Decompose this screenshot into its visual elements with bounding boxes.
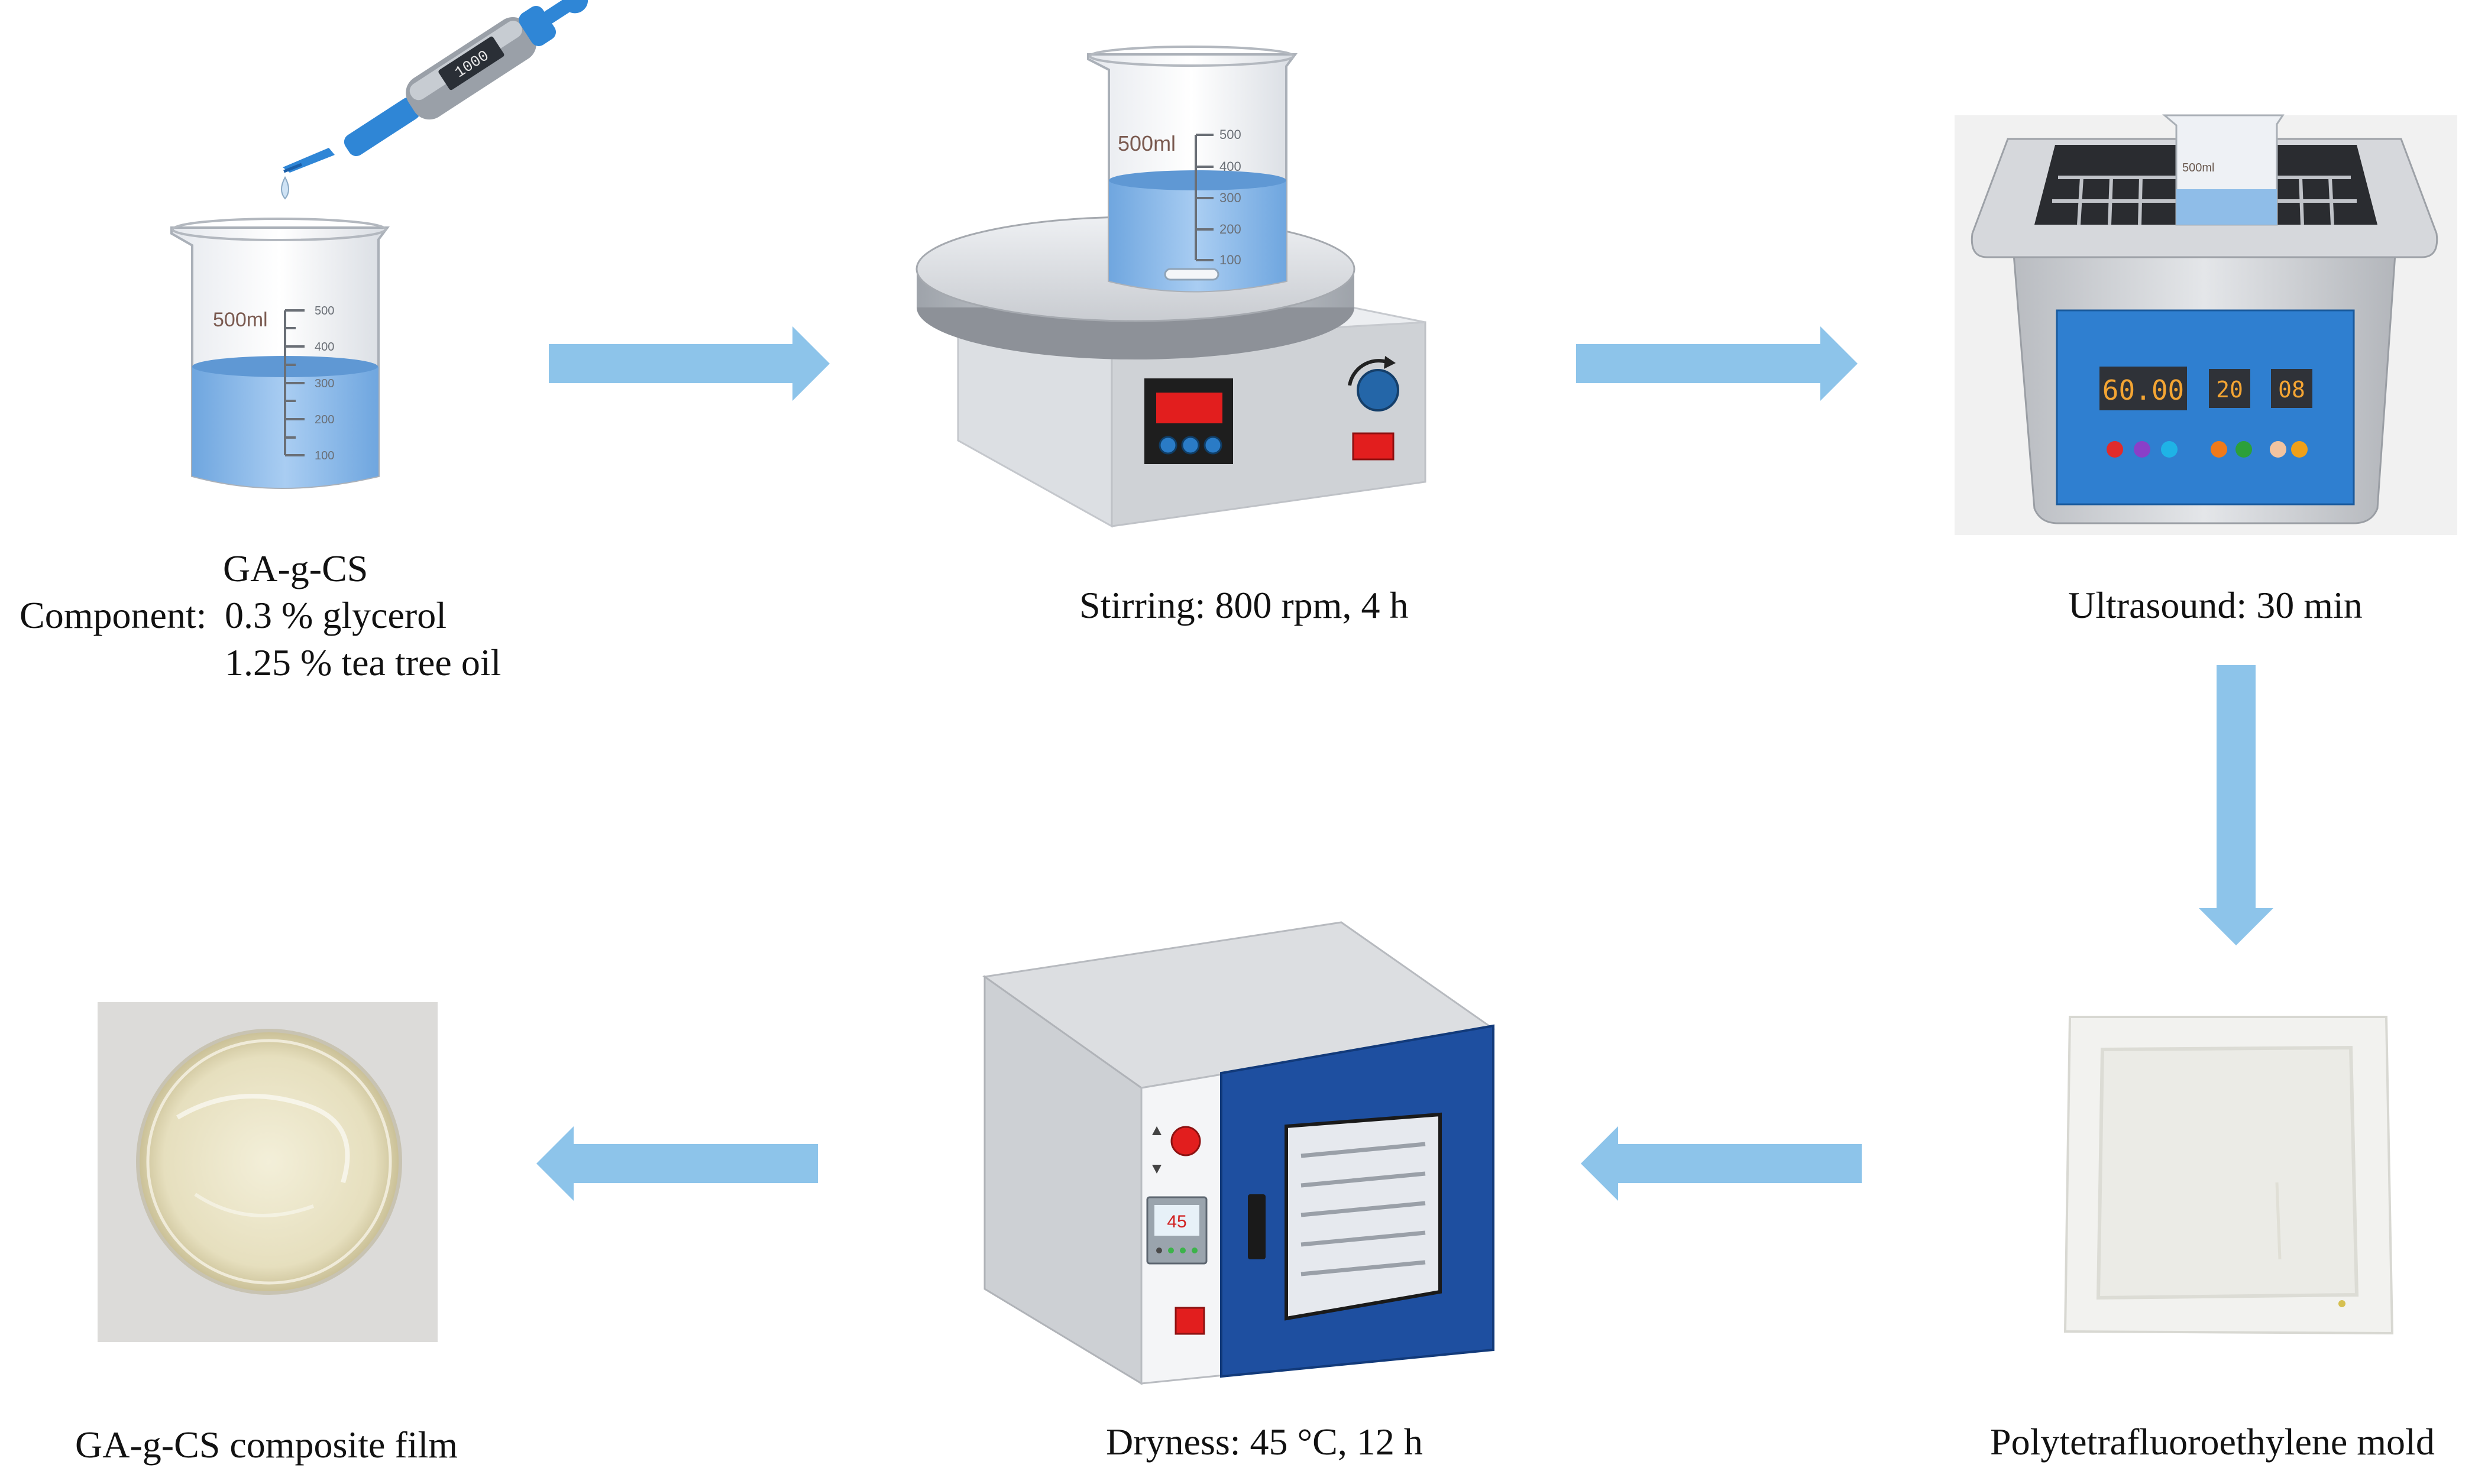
oven-handle[interactable]	[1248, 1194, 1266, 1259]
step2-mark-500: 500	[1219, 127, 1241, 142]
bath-button-red[interactable]	[2107, 441, 2123, 458]
rotate-arrow-icon	[1348, 359, 1387, 386]
display-3	[2271, 369, 2312, 408]
step2-mark-400: 400	[1219, 159, 1241, 174]
bath-button-orange[interactable]	[2211, 441, 2227, 458]
bath-button-peach[interactable]	[2270, 441, 2286, 458]
step1-component-tea-tree-oil: 1.25 % tea tree oil	[225, 641, 502, 683]
step3-ultrasonic-bath: 500ml 60.00 20 08	[1955, 114, 2457, 535]
step4-caption: Polytetrafluoroethylene mold	[1990, 1421, 2435, 1463]
beaker-volume-label: 500ml	[213, 309, 268, 331]
step1-title: GA-g-CS	[223, 547, 368, 589]
arrow-right-2	[1576, 326, 1858, 401]
pipette-tip-needle	[283, 163, 302, 173]
step2-mark-100: 100	[1219, 252, 1241, 267]
down-arrow-icon	[1152, 1165, 1162, 1174]
stirrer-red-display	[1156, 393, 1222, 423]
arrow-right-1	[549, 326, 830, 401]
step6-caption: GA-g-CS composite film	[75, 1424, 458, 1466]
step1-component-label: Component:	[20, 594, 207, 636]
beaker-mark-300: 300	[315, 377, 334, 390]
step4-ptfe-mold	[2063, 1016, 2394, 1335]
display-3-text: 08	[2278, 377, 2305, 403]
mold-cavity	[2096, 1045, 2359, 1300]
oven-window	[1285, 1112, 1442, 1321]
step2-caption: Stirring: 800 rpm, 4 h	[1079, 584, 1409, 626]
step1-component-glycerol: 0.3 % glycerol	[225, 594, 447, 636]
display-2-text: 20	[2216, 377, 2243, 403]
droplet	[281, 176, 289, 200]
beaker-mark-100: 100	[315, 449, 334, 462]
step2-beaker-liquid	[1109, 180, 1286, 291]
time-display-text: 60.00	[2102, 374, 2184, 406]
step1-beaker: 500ml 500 400 300 200 100	[170, 218, 390, 489]
bath-button-cyan[interactable]	[2161, 441, 2178, 458]
stirrer-button-2[interactable]	[1181, 436, 1200, 455]
oven-display-text: 45	[1167, 1212, 1186, 1232]
step2-mark-300: 300	[1219, 190, 1241, 205]
step2-mark-200: 200	[1219, 222, 1241, 236]
display-2	[2209, 369, 2250, 408]
bath-button-green[interactable]	[2235, 441, 2252, 458]
up-arrow-icon	[1152, 1126, 1162, 1135]
step6-film-photo	[98, 1002, 438, 1342]
step1-pipette: 1000	[281, 0, 588, 200]
step5-oven: 45	[982, 921, 1496, 1385]
pipette-body: 1000	[344, 0, 588, 156]
bath-beaker-liquid	[2176, 189, 2277, 225]
stirrer-power-switch[interactable]	[1352, 432, 1395, 461]
beaker-mark-400: 400	[315, 341, 334, 354]
oven-power-switch[interactable]	[1175, 1307, 1205, 1335]
beaker-mark-200: 200	[315, 413, 334, 426]
step2-beaker: 500ml 500 400 300 200 100	[1087, 46, 1298, 293]
bath-beaker-volume-label: 500ml	[2182, 161, 2214, 174]
oven-red-button[interactable]	[1170, 1126, 1201, 1156]
stirrer-button-3[interactable]	[1203, 436, 1222, 455]
petri-dish	[136, 1029, 402, 1295]
stirrer-speed-knob[interactable]	[1357, 369, 1399, 411]
step5-caption: Dryness: 45 °C, 12 h	[1106, 1421, 1423, 1463]
arrow-left-2	[536, 1126, 818, 1201]
bath-button-purple[interactable]	[2134, 441, 2150, 458]
beaker-mark-500: 500	[315, 304, 334, 317]
stirrer-button-1[interactable]	[1159, 436, 1177, 455]
stir-bar	[1164, 268, 1219, 281]
bath-button-amber[interactable]	[2291, 441, 2308, 458]
step3-caption: Ultrasound: 30 min	[2068, 584, 2363, 626]
arrow-down	[2199, 665, 2273, 945]
oven-racks	[1300, 1142, 1426, 1276]
step2-beaker-volume-label: 500ml	[1118, 131, 1176, 155]
time-display	[2099, 367, 2187, 410]
arrow-left-1	[1581, 1126, 1862, 1201]
